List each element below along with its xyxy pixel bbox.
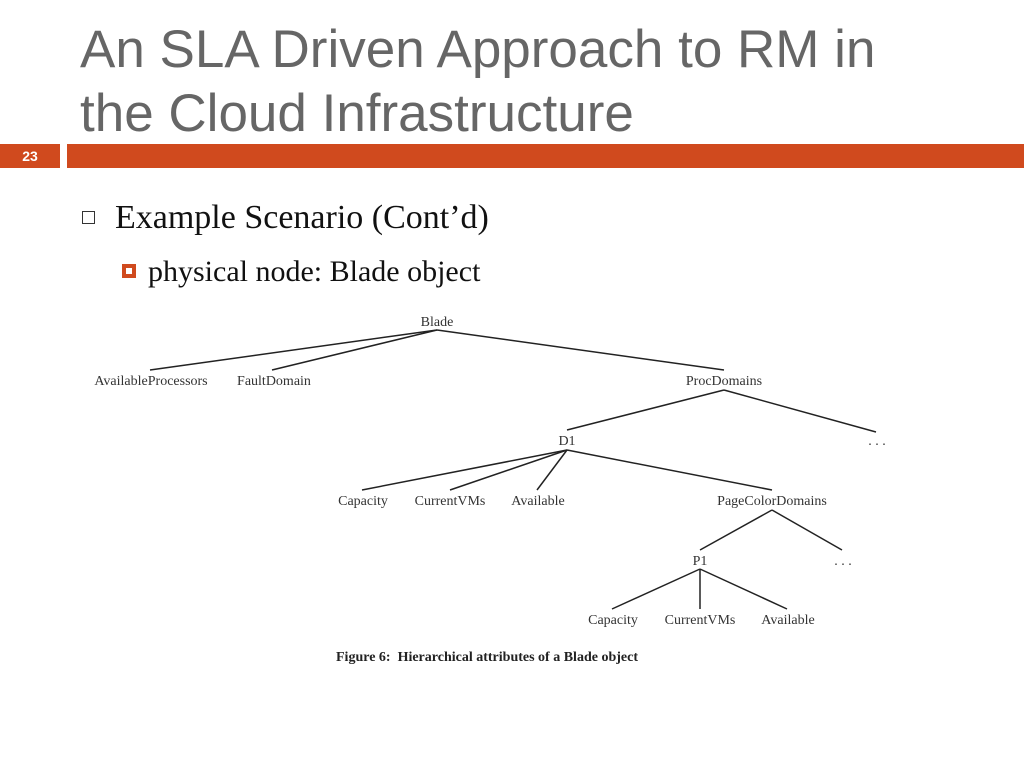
edge-d1-currentvms — [449, 449, 568, 491]
node-d1-current-vms: CurrentVMs — [415, 494, 486, 509]
node-available-processors: AvailableProcessors — [94, 374, 207, 389]
edge-d1-pagecolordomains — [566, 449, 773, 491]
node-proc-domains: ProcDomains — [686, 374, 762, 389]
figure-caption: Figure 6: Hierarchical attributes of a B… — [336, 650, 638, 665]
title-divider-bar — [67, 144, 1024, 168]
edge-d1-available — [536, 449, 568, 491]
edge-procdomains-ellipsis — [723, 389, 877, 433]
bullet-level-2: physical node: Blade object — [122, 254, 480, 290]
node-d1-available: Available — [511, 494, 564, 509]
edge-procdomains-d1 — [566, 389, 725, 431]
tree-edges — [149, 329, 877, 610]
edge-pagecolordomains-ellipsis — [771, 509, 843, 551]
slide-title-line-1: An SLA Driven Approach to RM in — [80, 20, 876, 79]
node-fault-domain: FaultDomain — [237, 374, 311, 389]
node-p1-capacity: Capacity — [588, 613, 638, 628]
edge-p1-available — [699, 568, 788, 610]
filled-square-bullet-icon — [122, 264, 136, 278]
node-p1: P1 — [693, 554, 708, 569]
slide-title-line-2: the Cloud Infrastructure — [80, 84, 634, 143]
node-page-ellipsis: . . . — [834, 554, 852, 569]
node-d1: D1 — [558, 434, 575, 449]
node-p1-current-vms: CurrentVMs — [665, 613, 736, 628]
node-page-color-domains: PageColorDomains — [717, 494, 827, 509]
edge-blade-availableprocessors — [149, 329, 438, 371]
hollow-square-bullet-icon — [82, 211, 95, 224]
slide-number: 23 — [0, 144, 60, 168]
bullet-level-2-text: physical node: Blade object — [148, 255, 481, 288]
slide-title: An SLA Driven Approach to RM in the Clou… — [80, 18, 980, 146]
tree-nodes: Blade AvailableProcessors FaultDomain Pr… — [94, 315, 885, 628]
edge-p1-capacity — [611, 568, 701, 610]
edge-pagecolordomains-p1 — [699, 509, 773, 551]
bullet-level-1: Example Scenario (Cont’d) — [82, 198, 489, 238]
node-p1-available: Available — [761, 613, 814, 628]
node-proc-ellipsis: . . . — [868, 434, 886, 449]
bullet-level-1-text: Example Scenario (Cont’d) — [115, 199, 489, 236]
node-blade: Blade — [421, 315, 454, 330]
node-d1-capacity: Capacity — [338, 494, 388, 509]
edge-blade-procdomains — [436, 329, 725, 371]
edge-d1-capacity — [361, 449, 568, 491]
edge-blade-faultdomain — [271, 329, 438, 371]
